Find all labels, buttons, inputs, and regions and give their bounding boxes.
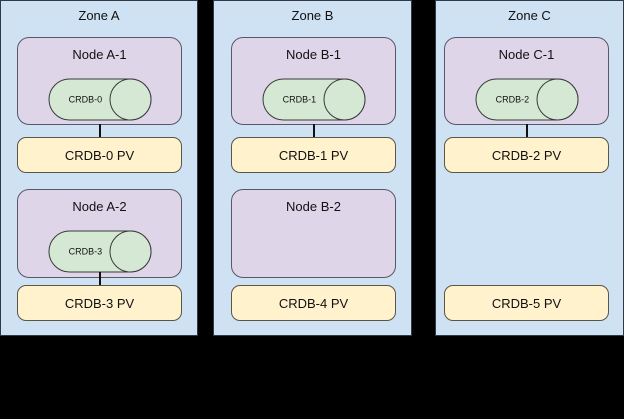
zone-c: Zone C Node C-1 CRDB-2 CRDB-2 PV CRDB-5 … [435,0,624,336]
connector-node-b-1-to-pv [313,124,315,138]
pv-crdb-1-label: CRDB-1 PV [278,147,349,163]
node-b-2-title: Node B-2 [286,199,341,214]
database-cylinder-crdb-3: CRDB-3 [48,230,152,273]
database-cylinder-crdb-2: CRDB-2 [475,78,579,121]
node-a-2: Node A-2 CRDB-3 [17,189,182,278]
node-b-1: Node B-1 CRDB-1 [231,37,396,125]
node-c-1-title: Node C-1 [498,47,555,62]
zone-b-title: Zone B [291,8,334,23]
node-b-2: Node B-2 [231,189,396,278]
pv-crdb-5: CRDB-5 PV [444,285,609,321]
zone-c-title: Zone C [508,8,551,23]
zone-b: Zone B Node B-1 CRDB-1 CRDB-1 PV Node B-… [213,0,412,336]
node-a-1: Node A-1 CRDB-0 [17,37,182,125]
node-a-1-title: Node A-1 [72,47,127,62]
pv-crdb-4: CRDB-4 PV [231,285,396,321]
zone-a: Zone A Node A-1 CRDB-0 CRDB-0 PV Node A-… [0,0,198,336]
pv-crdb-5-label: CRDB-5 PV [491,295,562,311]
pv-crdb-4-label: CRDB-4 PV [278,295,349,311]
database-cylinder-crdb-1: CRDB-1 [262,78,366,121]
node-c-1: Node C-1 CRDB-2 [444,37,609,125]
pv-crdb-2-label: CRDB-2 PV [491,147,562,163]
pv-crdb-0-label: CRDB-0 PV [64,147,135,163]
node-a-2-title: Node A-2 [72,199,127,214]
pv-crdb-3: CRDB-3 PV [17,285,182,321]
node-b-1-title: Node B-1 [286,47,341,62]
pv-crdb-2: CRDB-2 PV [444,137,609,173]
pv-crdb-3-label: CRDB-3 PV [64,295,135,311]
zone-a-title: Zone A [78,8,120,23]
connector-node-c-1-to-pv [526,124,528,138]
connector-node-a-2-to-pv [99,272,101,286]
database-cylinder-crdb-0: CRDB-0 [48,78,152,121]
pv-crdb-1: CRDB-1 PV [231,137,396,173]
connector-node-a-1-to-pv [99,124,101,138]
pv-crdb-0: CRDB-0 PV [17,137,182,173]
